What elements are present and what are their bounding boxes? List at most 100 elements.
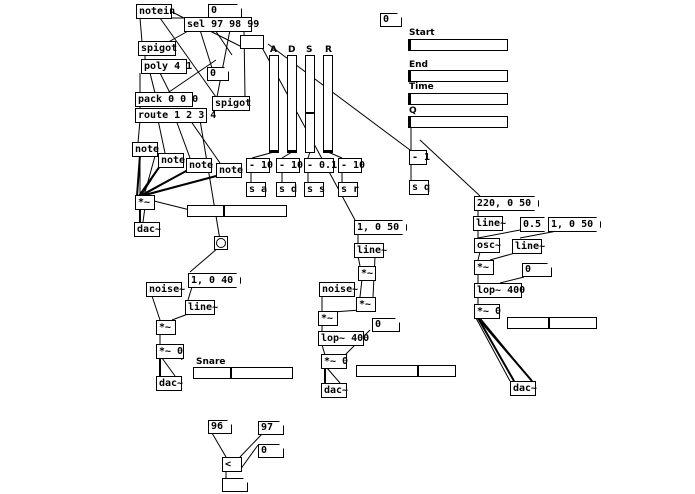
number-value: 0: [525, 264, 532, 275]
message-kick-freq[interactable]: 220, 0 50: [474, 196, 540, 211]
number-box-kick[interactable]: 0: [522, 263, 552, 277]
slider-knob[interactable]: [288, 150, 296, 152]
slider-knob[interactable]: [409, 117, 411, 127]
slider-knob[interactable]: [409, 40, 411, 50]
number-box-free[interactable]: 0: [380, 13, 402, 27]
mul-text: *~ 0: [324, 356, 349, 367]
message-kick-env[interactable]: 1, 0 50: [548, 217, 602, 232]
slider-knob[interactable]: [409, 94, 411, 104]
sel-object[interactable]: sel 97 98 99: [184, 17, 259, 32]
noise-object-1[interactable]: noise~: [146, 282, 185, 297]
lt-text: <: [225, 459, 232, 470]
sub-object-d[interactable]: - 10: [276, 158, 303, 173]
label-snare: Snare: [196, 357, 226, 367]
spigot-object-2[interactable]: spigot: [212, 96, 252, 111]
slider-knob[interactable]: [270, 150, 278, 152]
note-object-1[interactable]: note: [132, 142, 159, 157]
lop-object-2[interactable]: lop~ 400: [318, 331, 369, 346]
bang-button[interactable]: [214, 236, 228, 250]
line-object-2[interactable]: line~: [354, 243, 387, 258]
mul-text: *~ 0: [477, 306, 502, 317]
sustain-slider[interactable]: [305, 55, 315, 153]
mul-object-main[interactable]: *~: [135, 195, 155, 210]
release-slider[interactable]: [323, 55, 333, 153]
number-box-97[interactable]: 97: [258, 421, 284, 435]
mul-object-1b[interactable]: *~ 0: [156, 344, 184, 359]
line-object-1[interactable]: line~: [185, 300, 219, 315]
dac-object-main[interactable]: dac~: [134, 222, 161, 237]
decay-slider[interactable]: [287, 55, 297, 153]
line-object-3b[interactable]: line~: [512, 239, 545, 254]
snare-gain-slider[interactable]: [193, 367, 293, 379]
number-box-mid[interactable]: 0: [372, 318, 400, 332]
spigot-object-1[interactable]: spigot: [138, 41, 177, 56]
osc-object-3[interactable]: osc~: [474, 238, 501, 253]
number-box-top[interactable]: 0: [208, 4, 242, 18]
slider-knob[interactable]: [306, 112, 314, 114]
mul-text: *~ 0: [159, 346, 184, 357]
poly-object[interactable]: poly 4 1: [141, 59, 192, 74]
send-object-a[interactable]: s a: [246, 182, 267, 197]
dac-object-2[interactable]: dac~: [321, 383, 348, 398]
mid-gain-slider[interactable]: [356, 365, 456, 377]
mul-text: *~: [138, 197, 151, 208]
mul-object-1a[interactable]: *~: [156, 320, 176, 335]
note-object-3[interactable]: note: [186, 158, 213, 173]
message-half[interactable]: 0.5: [520, 217, 550, 232]
start-slider[interactable]: [408, 39, 508, 51]
message-mid-env[interactable]: 1, 0 50: [354, 220, 408, 235]
send-object-d[interactable]: s d: [276, 182, 297, 197]
mul-object-2d[interactable]: *~ 0: [321, 354, 349, 369]
mul-object-2a[interactable]: *~: [358, 266, 376, 281]
mul-object-2c[interactable]: *~: [318, 311, 338, 326]
number-box-bottom[interactable]: [222, 478, 248, 492]
q-slider[interactable]: [408, 116, 508, 128]
mul-object-2b[interactable]: *~: [356, 297, 376, 312]
line-object-3[interactable]: line~: [473, 216, 506, 231]
mul-object-3a[interactable]: *~: [474, 260, 494, 275]
end-slider[interactable]: [408, 70, 508, 82]
slider-knob[interactable]: [230, 368, 232, 378]
note-object-4[interactable]: note: [216, 163, 243, 178]
pack-text: pack 0 0 0: [138, 94, 199, 105]
main-gain-slider[interactable]: [187, 205, 287, 217]
message-snare-env[interactable]: 1, 0 40: [188, 273, 242, 288]
lop-object-3[interactable]: lop~ 400: [474, 283, 525, 298]
slider-knob[interactable]: [324, 150, 332, 152]
dac-object-1[interactable]: dac~: [156, 376, 184, 391]
note-object-2[interactable]: note: [158, 153, 185, 168]
toggle-box[interactable]: [240, 35, 264, 49]
notein-object[interactable]: notein: [136, 4, 175, 19]
send-object-r[interactable]: s r: [338, 182, 359, 197]
mul-text: *~: [477, 262, 490, 273]
time-slider[interactable]: [408, 93, 508, 105]
slider-knob[interactable]: [417, 366, 419, 376]
label-time: Time: [409, 82, 434, 92]
mul-text: *~: [321, 313, 334, 324]
sub-text: - 1: [412, 152, 431, 163]
mul-object-3b[interactable]: *~ 0: [474, 304, 502, 319]
slider-knob[interactable]: [409, 71, 411, 81]
dac-text: dac~: [159, 378, 184, 389]
dac-object-3[interactable]: dac~: [510, 381, 537, 396]
spigot-text: spigot: [215, 98, 252, 109]
sub-object-s[interactable]: - 0.1: [304, 158, 337, 173]
noise-object-2[interactable]: noise~: [319, 282, 358, 297]
line-text: line~: [188, 302, 219, 313]
slider-knob[interactable]: [548, 318, 550, 328]
lt-object[interactable]: <: [222, 457, 242, 472]
number-box-96[interactable]: 96: [208, 420, 232, 434]
sub-object-q[interactable]: - 1: [409, 150, 431, 165]
kick-gain-slider[interactable]: [507, 317, 597, 329]
pack-object[interactable]: pack 0 0 0: [135, 92, 198, 107]
number-box-spigot[interactable]: 0: [207, 67, 229, 81]
sub-object-r[interactable]: - 10: [338, 158, 365, 173]
route-object[interactable]: route 1 2 3 4: [135, 108, 216, 123]
slider-knob[interactable]: [223, 206, 225, 216]
number-box-lt[interactable]: 0: [258, 444, 284, 458]
send-object-s[interactable]: s s: [304, 182, 325, 197]
attack-slider[interactable]: [269, 55, 279, 153]
send-object-q[interactable]: s q: [409, 180, 430, 195]
sub-object-a[interactable]: - 10: [246, 158, 273, 173]
